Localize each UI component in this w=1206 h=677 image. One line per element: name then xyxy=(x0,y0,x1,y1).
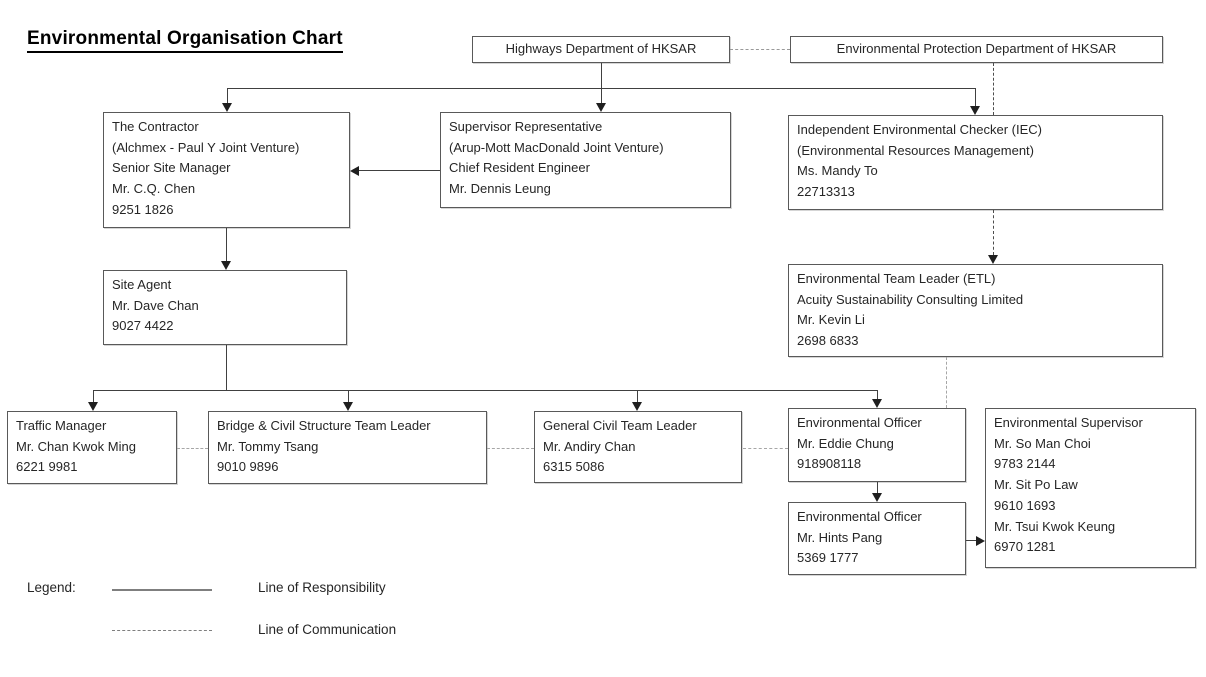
connector-general-eo1-communication xyxy=(743,447,788,449)
connector-to-general-leader xyxy=(636,389,638,403)
node-line: Mr. Tommy Tsang xyxy=(217,438,319,454)
node-line: Highways Department of HKSAR xyxy=(505,41,697,57)
node-line: 9610 1693 xyxy=(994,497,1056,513)
node-line: Environmental Officer xyxy=(797,415,922,430)
node-line: 6315 5086 xyxy=(543,459,605,475)
node-line: 9783 2144 xyxy=(994,456,1056,472)
node-line: Mr. C.Q. Chen xyxy=(112,181,196,197)
connector-to-bridge-leader xyxy=(347,389,349,403)
node-line: Mr. So Man Choi xyxy=(994,435,1091,451)
arrowhead-into-bridge-leader xyxy=(343,401,353,411)
node-line: Mr. Andiry Chan xyxy=(543,438,636,454)
connector-iec-to-etl-communication xyxy=(992,210,994,255)
node-line: Traffic Manager xyxy=(16,418,107,433)
node-environmental-team-leader: Environmental Team Leader (ETL) Acuity Su… xyxy=(788,264,1163,357)
legend-responsibility-line-sample xyxy=(112,589,212,591)
arrowhead-into-site-agent xyxy=(221,260,231,270)
connector-bridge-general-communication xyxy=(487,447,534,449)
node-line: (Alchmex - Paul Y Joint Venture) xyxy=(112,139,300,155)
arrowhead-into-environmental-officer-1 xyxy=(872,398,882,408)
legend-communication-line-sample xyxy=(112,630,212,631)
legend-communication-label: Line of Communication xyxy=(258,622,397,637)
node-line: Site Agent xyxy=(112,277,172,292)
connector-bottom-branch-line xyxy=(92,389,878,391)
node-line: Mr. Tsui Kwok Keung xyxy=(994,518,1116,534)
node-line: 6221 9981 xyxy=(16,459,78,475)
legend-label: Legend: xyxy=(27,580,76,595)
node-line: Supervisor Representative xyxy=(449,119,603,134)
connector-highways-branch-stem xyxy=(600,63,602,88)
node-line: Mr. Hints Pang xyxy=(797,529,883,545)
node-line: Mr. Chan Kwok Ming xyxy=(16,438,136,454)
node-highways-department: Highways Department of HKSAR xyxy=(472,36,730,63)
node-line: Acuity Sustainability Consulting Limited xyxy=(797,291,1024,307)
arrowhead-into-contractor xyxy=(222,102,232,112)
node-line: 9251 1826 xyxy=(112,201,174,217)
arrowhead-into-contractor-right xyxy=(350,165,359,176)
node-line: General Civil Team Leader xyxy=(543,418,697,433)
node-line: 2698 6833 xyxy=(797,333,859,349)
node-line: Environmental Team Leader (ETL) xyxy=(797,271,996,286)
node-line: 5369 1777 xyxy=(797,550,859,566)
connector-to-environmental-officer-1 xyxy=(876,389,878,400)
node-line: The Contractor xyxy=(112,119,199,134)
node-line: Mr. Kevin Li xyxy=(797,312,865,328)
node-line: Chief Resident Engineer xyxy=(449,160,590,176)
connector-to-contractor xyxy=(226,87,228,104)
arrowhead-into-supervisor-representative xyxy=(596,102,606,112)
connector-to-iec xyxy=(974,87,976,107)
connector-contractor-to-site-agent xyxy=(225,228,227,261)
arrowhead-into-environmental-officer-2 xyxy=(872,492,882,502)
node-line: (Environmental Resources Management) xyxy=(797,142,1034,158)
node-line: Mr. Eddie Chung xyxy=(797,435,894,451)
node-independent-environmental-checker: Independent Environmental Checker (IEC) (… xyxy=(788,115,1163,210)
node-supervisor-representative: Supervisor Representative (Arup-Mott MacD… xyxy=(440,112,731,208)
node-line: Mr. Sit Po Law xyxy=(994,477,1078,493)
node-line: (Arup-Mott MacDonald Joint Venture) xyxy=(449,139,664,155)
connector-etl-to-eo1-communication xyxy=(945,357,947,408)
node-line: Environmental Officer xyxy=(797,509,922,524)
connector-site-agent-stem xyxy=(225,345,227,390)
node-line: 22713313 xyxy=(797,184,855,200)
connector-to-supervisor-representative xyxy=(600,87,602,104)
node-line: Environmental Supervisor xyxy=(994,415,1143,430)
node-line: Environmental Protection Department of H… xyxy=(836,41,1117,57)
node-line: 9010 9896 xyxy=(217,459,279,475)
arrowhead-into-general-leader xyxy=(632,401,642,411)
connector-epd-to-iec-communication xyxy=(992,63,994,115)
connector-eo1-to-eo2 xyxy=(876,482,878,493)
node-line: Independent Environmental Checker (IEC) xyxy=(797,122,1042,137)
arrowhead-into-etl xyxy=(988,254,998,264)
node-line: Senior Site Manager xyxy=(112,160,231,176)
node-line: Mr. Dave Chan xyxy=(112,297,199,313)
arrowhead-into-traffic-manager xyxy=(88,401,98,411)
page-title: Environmental Organisation Chart xyxy=(27,28,343,53)
arrowhead-into-env-supervisor xyxy=(975,535,985,546)
node-line: 6970 1281 xyxy=(994,539,1056,555)
connector-highways-epd-communication xyxy=(730,48,790,50)
node-contractor: The Contractor (Alchmex - Paul Y Joint Ve… xyxy=(103,112,350,228)
node-environmental-protection-department: Environmental Protection Department of H… xyxy=(790,36,1163,63)
arrowhead-into-iec xyxy=(970,105,980,115)
node-line: Bridge & Civil Structure Team Leader xyxy=(217,418,431,433)
node-line: 9027 4422 xyxy=(112,318,174,334)
node-line: Ms. Mandy To xyxy=(797,163,878,179)
connector-to-traffic-manager xyxy=(92,389,94,403)
node-line: 918908118 xyxy=(797,456,862,472)
node-line: Mr. Dennis Leung xyxy=(449,181,551,197)
connector-eo2-to-env-supervisor xyxy=(966,539,976,541)
connector-supervisor-to-contractor xyxy=(359,169,440,171)
connector-traffic-bridge-communication xyxy=(177,447,208,449)
legend-responsibility-label: Line of Responsibility xyxy=(258,580,386,595)
